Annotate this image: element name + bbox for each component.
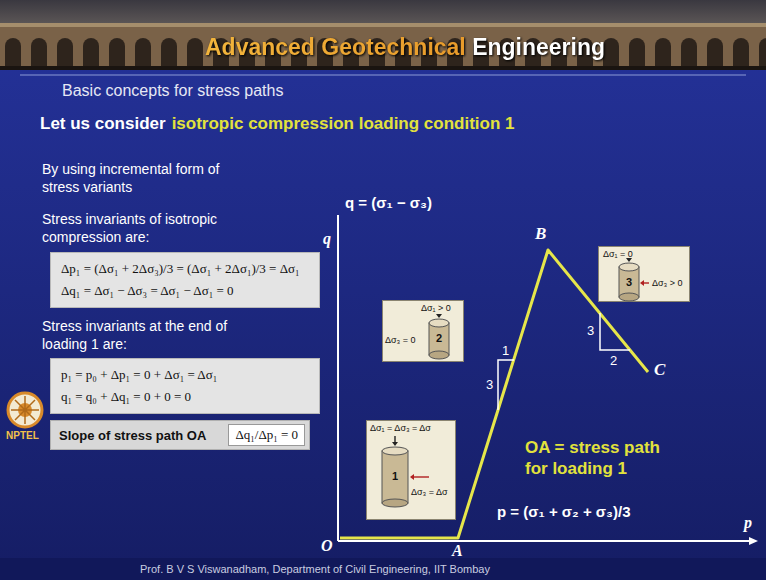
loading-inset: Δσ₁ = Δσ₃ = Δσ Δσ₃ = Δσ 1 <box>366 420 456 520</box>
stress-increment: Δσ₃ > 0 <box>652 278 683 288</box>
logo-text: NPTEL <box>6 430 39 441</box>
stress-increment: Δσ₁ = Δσ₃ = Δσ <box>370 423 431 433</box>
equation-text: Δq₁ = Δσ₁ − Δσ₃ = Δσ₁ − Δσ₁ = 0 <box>61 280 309 302</box>
slope-caption: Slope of stress path OA <box>59 428 206 443</box>
stress-increment: Δσ₃ = 0 <box>385 335 416 345</box>
specimen-base <box>382 499 408 507</box>
banner-photo <box>0 0 766 70</box>
loading-inset: Δσ₁ = 0 Δσ₃ > 0 3 <box>598 246 690 302</box>
slope-number: 3 <box>486 377 493 392</box>
equation-text: p₁ = p₀ + Δp₁ = 0 + Δσ₁ = Δσ₁ <box>61 364 309 386</box>
point-label: A <box>452 542 463 560</box>
slope-triangle <box>600 313 630 350</box>
specimen-base <box>619 293 639 301</box>
slide-title: Advanced Geotechnical Engineering <box>205 34 605 61</box>
axis-label: p <box>744 514 752 532</box>
stress-increment: Δσ₃ = Δσ <box>411 487 448 497</box>
pressure-arrowhead <box>410 474 414 480</box>
p-axis <box>338 540 752 542</box>
body-text: By using incremental form of stress vari… <box>42 160 232 196</box>
body-text: Stress invariants at the end of loading … <box>42 317 242 353</box>
specimen-drawing <box>367 421 457 521</box>
slide-subtitle: Basic concepts for stress paths <box>62 82 283 100</box>
specimen-base <box>429 351 449 359</box>
slope-number: 3 <box>587 323 594 338</box>
point-label: B <box>535 224 546 244</box>
point-label: C <box>654 360 665 380</box>
loading-number: 2 <box>436 332 442 344</box>
specimen-body <box>382 451 408 503</box>
load-arrowhead <box>436 314 442 318</box>
load-arrow <box>394 436 395 442</box>
separator-line <box>20 75 746 76</box>
heading-highlight: isotropic compression loading condition … <box>172 114 515 134</box>
point-label: O <box>321 537 333 555</box>
footer-credit: Prof. B V S Viswanadham, Department of C… <box>140 563 490 575</box>
heading-text: Let us consider <box>40 114 166 134</box>
specimen-top <box>429 319 449 327</box>
loading-number: 3 <box>626 276 632 288</box>
slope-number: 2 <box>610 353 617 368</box>
load-arrowhead <box>392 442 398 446</box>
stress-increment: Δσ₁ > 0 <box>421 303 451 313</box>
specimen-top <box>619 263 639 271</box>
equation-box: p₁ = p₀ + Δp₁ = 0 + Δσ₁ = Δσ₁q₁ = q₀ + Δ… <box>50 358 320 414</box>
axis-definition: p = (σ₁ + σ₂ + σ₃)/3 <box>497 503 631 520</box>
slope-equation: Δq₁/Δp₁ = 0 <box>228 424 305 446</box>
axis-definition: q = (σ₁ − σ₃) <box>345 194 432 211</box>
pressure-arrow <box>644 282 649 283</box>
equation-text: Δp₁ = (Δσ₁ + 2Δσ₃)/3 = (Δσ₁ + 2Δσ₁)/3 = … <box>61 258 309 280</box>
axis-label: q <box>323 230 331 248</box>
footer-band <box>0 558 766 580</box>
body-text: Stress invariants of isotropic compressi… <box>42 210 242 246</box>
path-note: OA = stress path for loading 1 <box>525 437 685 479</box>
specimen-body <box>429 323 449 355</box>
slope-triangle <box>498 360 514 410</box>
slope-number: 1 <box>502 343 509 358</box>
q-axis <box>337 215 339 541</box>
equation-box: Δp₁ = (Δσ₁ + 2Δσ₃)/3 = (Δσ₁ + 2Δσ₁)/3 = … <box>50 252 320 308</box>
loading-inset: Δσ₁ > 0 Δσ₃ = 0 2 <box>382 300 464 362</box>
banner-shadow <box>0 66 766 70</box>
pressure-arrowhead <box>640 280 644 286</box>
loading-number: 1 <box>392 470 398 482</box>
nptel-logo <box>8 393 42 427</box>
pressure-arrow <box>414 476 429 477</box>
banner-arches <box>0 26 766 70</box>
banner-ledge <box>0 23 766 27</box>
nptel-logo <box>11 396 39 424</box>
specimen-top <box>382 447 408 455</box>
axis-arrowhead <box>749 537 758 545</box>
equation-text: q₁ = q₀ + Δq₁ = 0 + 0 = 0 <box>61 386 309 408</box>
slope-box: Slope of stress path OA Δq₁/Δp₁ = 0 <box>50 420 310 450</box>
stress-increment: Δσ₁ = 0 <box>603 249 633 259</box>
